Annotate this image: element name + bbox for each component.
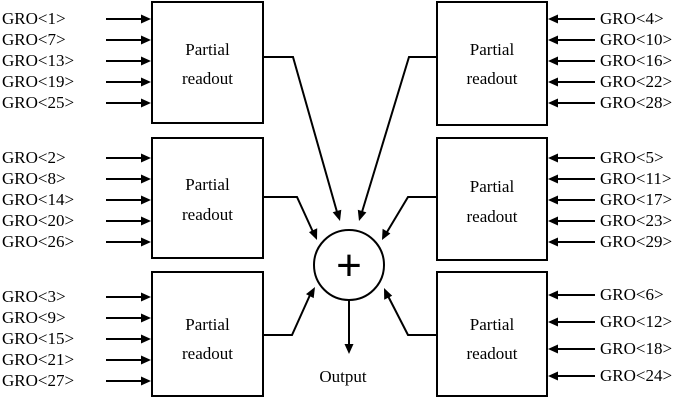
plus-icon: +	[336, 241, 362, 290]
readout-block-4: Partial readout GRO<4> GRO<10> GRO<16> G…	[436, 1, 672, 126]
input-label: GRO<28>	[600, 93, 672, 112]
input-label: GRO<3>	[2, 287, 66, 306]
summing-node: +	[313, 229, 385, 301]
input-label: GRO<22>	[600, 72, 672, 91]
output: Output	[319, 300, 367, 386]
input-label: GRO<13>	[2, 51, 74, 70]
block-label-line-1: Partial	[185, 315, 230, 334]
block-label-line-1: Partial	[185, 40, 230, 59]
input-label: GRO<5>	[600, 148, 664, 167]
input-label: GRO<16>	[600, 51, 672, 70]
input-label: GRO<20>	[2, 211, 74, 230]
block-label-line-2: readout	[182, 69, 233, 88]
output-arrow	[344, 344, 354, 354]
input-label: GRO<24>	[600, 366, 672, 385]
input-label: GRO<8>	[2, 169, 66, 188]
input-label: GRO<25>	[2, 93, 74, 112]
readout-block-6: Partial readout GRO<6> GRO<12> GRO<18> G…	[436, 271, 672, 397]
input-label: GRO<14>	[2, 190, 74, 209]
input-label: GRO<23>	[600, 211, 672, 230]
block-label-line-1: Partial	[470, 40, 515, 59]
input-label: GRO<27>	[2, 371, 74, 390]
input-arrows	[548, 290, 595, 381]
partial-readout-box	[151, 1, 264, 124]
input-arrows	[106, 14, 151, 108]
partial-readout-box	[151, 271, 264, 397]
block-label-line-2: readout	[182, 205, 233, 224]
block-label-line-1: Partial	[470, 315, 515, 334]
input-label: GRO<1>	[2, 9, 66, 28]
readout-block-2: Partial readout GRO<2> GRO<8> GRO<14> GR…	[2, 137, 264, 259]
input-label: GRO<19>	[2, 72, 74, 91]
input-label: GRO<29>	[600, 232, 672, 251]
input-arrows	[548, 153, 595, 247]
input-label: GRO<15>	[2, 329, 74, 348]
input-label: GRO<9>	[2, 308, 66, 327]
output-label: Output	[319, 367, 367, 386]
input-label: GRO<7>	[2, 30, 66, 49]
partial-readout-box	[436, 137, 548, 261]
input-arrows	[106, 292, 151, 386]
input-label: GRO<6>	[600, 285, 664, 304]
block-to-adder-connections	[263, 56, 437, 336]
input-label: GRO<4>	[600, 9, 664, 28]
block-label-line-1: Partial	[470, 177, 515, 196]
partial-readout-box	[436, 1, 548, 126]
partial-readout-box	[436, 271, 548, 397]
input-label: GRO<2>	[2, 148, 66, 167]
input-label: GRO<21>	[2, 350, 74, 369]
input-label: GRO<11>	[600, 169, 671, 188]
input-label: GRO<12>	[600, 312, 672, 331]
readout-block-3: Partial readout GRO<3> GRO<9> GRO<15> GR…	[2, 271, 264, 397]
input-arrows	[106, 153, 151, 247]
readout-block-1: Partial readout GRO<1> GRO<7> GRO<13> GR…	[2, 1, 264, 124]
readout-block-5: Partial readout GRO<5> GRO<11> GRO<17> G…	[436, 137, 672, 261]
input-label: GRO<18>	[600, 339, 672, 358]
input-label: GRO<17>	[600, 190, 672, 209]
block-label-line-2: readout	[467, 69, 518, 88]
block-label-line-2: readout	[467, 344, 518, 363]
block-label-line-1: Partial	[185, 175, 230, 194]
partial-readout-box	[151, 137, 264, 259]
block-label-line-2: readout	[182, 344, 233, 363]
block-label-line-2: readout	[467, 207, 518, 226]
input-label: GRO<26>	[2, 232, 74, 251]
input-label: GRO<10>	[600, 30, 672, 49]
input-arrows	[548, 14, 595, 108]
